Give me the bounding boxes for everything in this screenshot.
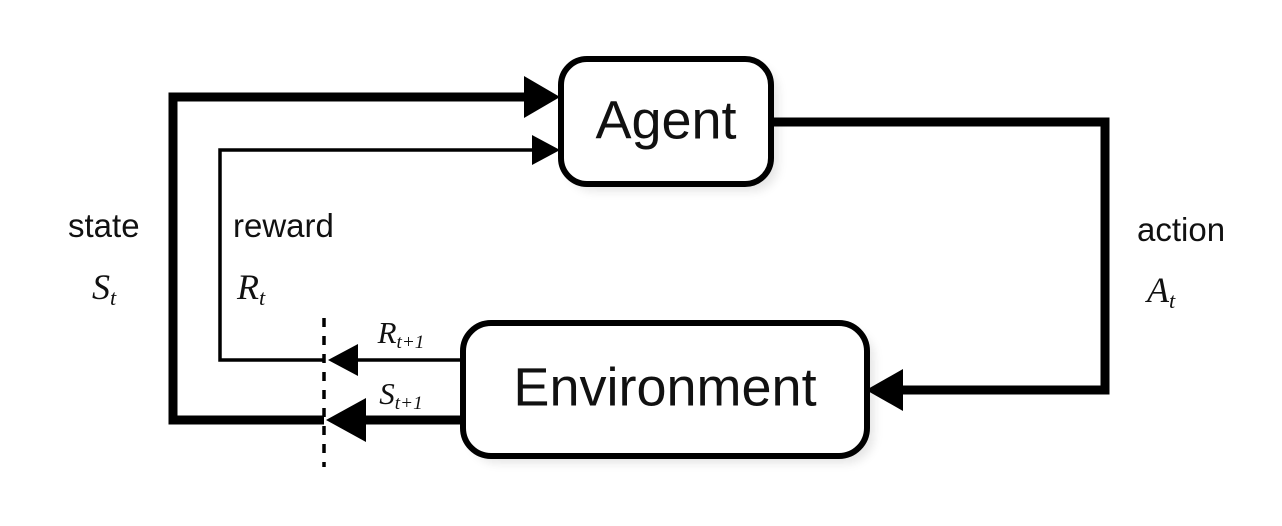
environment-label: Environment: [513, 357, 816, 417]
agent-box[interactable]: [558, 56, 774, 187]
action-label-group: action At: [1137, 211, 1225, 313]
reward-flow-line: [218, 148, 545, 362]
action-symbol-label: At: [1145, 270, 1176, 313]
next-state-arrow: [326, 398, 462, 442]
state-flow-line: [168, 92, 540, 425]
next-reward-label: Rt+1: [377, 315, 425, 353]
reward-word-label: reward: [233, 207, 334, 244]
state-flow-path: [168, 76, 560, 425]
reward-label-group: reward Rt: [233, 207, 334, 310]
reward-arrowhead-into-agent: [532, 135, 560, 165]
next-state-symbol-base: S: [379, 376, 395, 411]
next-state-label: St+1: [379, 376, 422, 414]
next-reward-symbol-subscript: t+1: [397, 332, 425, 353]
state-arrowhead-into-agent: [524, 76, 560, 118]
reward-symbol-subscript: t: [259, 285, 266, 310]
environment-node[interactable]: Environment: [460, 320, 870, 459]
agent-label: Agent: [595, 90, 736, 150]
action-symbol-base: A: [1145, 270, 1170, 310]
state-label-group: state St: [68, 207, 140, 310]
next-state-arrowhead: [326, 398, 366, 442]
action-flow-line: [770, 117, 1110, 395]
action-symbol-subscript: t: [1169, 288, 1176, 313]
next-state-symbol-subscript: t+1: [395, 393, 423, 414]
environment-box[interactable]: [460, 320, 870, 459]
next-reward-arrowhead: [328, 344, 358, 376]
reward-symbol-base: R: [236, 267, 259, 307]
action-word-label: action: [1137, 211, 1225, 248]
action-flow-path: [770, 117, 1110, 411]
state-symbol-base: S: [92, 267, 110, 307]
state-word-label: state: [68, 207, 140, 244]
reward-symbol-label: Rt: [236, 267, 266, 310]
next-reward-arrow: [328, 344, 462, 376]
agent-node[interactable]: Agent: [558, 56, 774, 187]
action-arrowhead-into-environment: [866, 369, 903, 411]
reward-flow-path: [218, 135, 560, 362]
state-symbol-label: St: [92, 267, 117, 310]
state-symbol-subscript: t: [110, 285, 117, 310]
next-reward-symbol-base: R: [377, 315, 397, 350]
